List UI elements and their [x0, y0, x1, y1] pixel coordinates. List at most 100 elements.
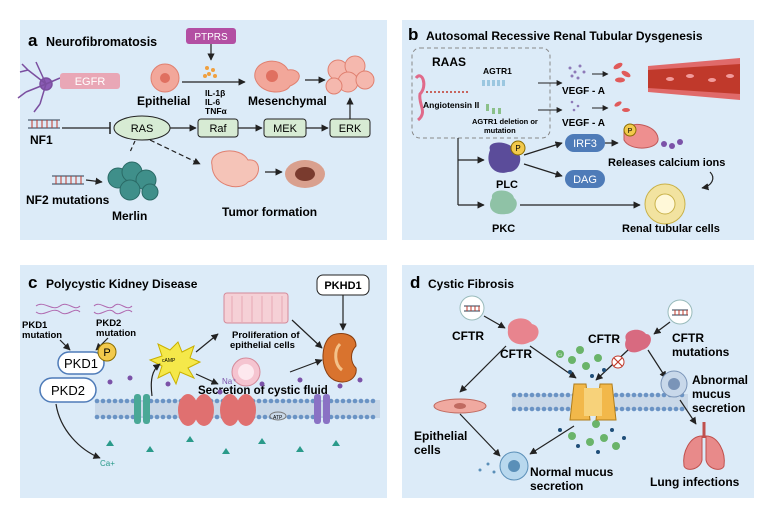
- lipid-head: [100, 414, 106, 420]
- raas-label: RAAS: [432, 55, 466, 69]
- lipid-head: [547, 392, 553, 398]
- vessel-wall-icon: [414, 74, 426, 122]
- lipid-head: [613, 392, 619, 398]
- egfr-label: EGFR: [75, 76, 106, 88]
- cftr-mutations-label-1: CFTR: [672, 331, 704, 345]
- lipid-head: [172, 414, 178, 420]
- lipid-head: [214, 398, 220, 404]
- lipid-head: [340, 414, 346, 420]
- plc-phospho-icon: [510, 140, 526, 156]
- cftr-label-2: CFTR: [500, 347, 532, 361]
- lipid-head: [637, 406, 643, 412]
- lipid-head: [364, 398, 370, 404]
- cftr-gene-icon: [459, 295, 485, 321]
- il6-label: IL-6: [205, 97, 220, 107]
- nf2-label: NF2 mutations: [26, 193, 110, 207]
- lipid-head: [352, 398, 358, 404]
- epithelial-tissue-icon: [223, 292, 289, 324]
- panel-d-title: Cystic Fibrosis: [428, 277, 514, 291]
- merlin-label: Merlin: [112, 209, 147, 223]
- nf1-dna-icon: [28, 119, 60, 129]
- lipid-head: [286, 414, 292, 420]
- lungs-icon: [683, 422, 725, 470]
- lipid-head: [154, 398, 160, 404]
- irf3-label: IRF3: [573, 138, 597, 150]
- cftr-mutations-label-2: mutations: [672, 345, 730, 359]
- pkd1-mutation-label-1: PKD1: [22, 320, 48, 331]
- vegf-a-label-1: VEGF - A: [562, 86, 605, 97]
- lipid-head: [619, 406, 625, 412]
- calcium-ions-icon: [661, 139, 683, 149]
- lipid-head: [517, 406, 523, 412]
- lipid-head: [112, 414, 118, 420]
- tnfa-label: TNFα: [205, 106, 228, 116]
- pkd2-dna-icon: [93, 303, 133, 315]
- lipid-head: [292, 414, 298, 420]
- pkd1-phospho-icon: [97, 342, 117, 362]
- lipid-head: [673, 406, 679, 412]
- ion-dots: [107, 375, 363, 395]
- lipid-head: [535, 392, 541, 398]
- lipid-head: [370, 398, 376, 404]
- lipid-head: [346, 398, 352, 404]
- atp-label: ATP: [273, 415, 283, 421]
- panel-d: d Cystic Fibrosis CFTR CFTR CFTR CFTR mu…: [402, 265, 754, 498]
- egfr-box: [60, 73, 120, 89]
- cftr-label-1: CFTR: [452, 329, 484, 343]
- panel-b-background: [402, 20, 754, 240]
- abnormal-mucus-label-1: Abnormal: [692, 373, 748, 387]
- lipid-head: [559, 406, 565, 412]
- lipid-head: [334, 398, 340, 404]
- lipid-head: [166, 414, 172, 420]
- camp-label: cAMP: [162, 358, 176, 364]
- irf3-phospho-label: P: [628, 128, 633, 135]
- raas-dashed-box: [411, 47, 551, 139]
- irf3-phospho-icon: [623, 123, 637, 137]
- lipid-head: [358, 414, 364, 420]
- lipid-head: [352, 414, 358, 420]
- tumor-formation-label: Tumor formation: [222, 205, 317, 219]
- mesenchymal-label: Mesenchymal: [248, 94, 327, 108]
- lipid-head: [529, 392, 535, 398]
- mek-label: MEK: [273, 123, 298, 135]
- agtr1-deletion-label-2: mutation: [484, 126, 516, 135]
- neuron-icon: [17, 61, 61, 113]
- lipid-head: [172, 398, 178, 404]
- lipid-head: [94, 398, 100, 404]
- pkc-protein-icon: [489, 190, 517, 215]
- lipid-head: [625, 392, 631, 398]
- lipid-head: [274, 398, 280, 404]
- epithelial-cells-label-1: Epithelial: [414, 429, 467, 443]
- pkd2-mutation-label-2: mutation: [96, 328, 136, 339]
- panel-a: a Neurofibromatosis EGFR PTPRS Epithelia…: [17, 20, 387, 240]
- lipid-head: [631, 392, 637, 398]
- lipid-head: [298, 398, 304, 404]
- lipid-head: [649, 406, 655, 412]
- lipid-head: [160, 398, 166, 404]
- panel-d-letter: d: [410, 273, 420, 292]
- cftr-mutant-gene-icon: [667, 299, 693, 325]
- cl-label: Cl: [558, 352, 562, 357]
- calcium-triangles: [106, 436, 340, 454]
- lipid-head: [667, 406, 673, 412]
- lipid-head: [529, 406, 535, 412]
- pkd2-box: [39, 377, 97, 403]
- lipid-head: [547, 406, 553, 412]
- lipid-head: [262, 414, 268, 420]
- pkd1-mutation-label-2: mutation: [22, 330, 62, 341]
- agtr1-receptor-icon: [482, 80, 505, 86]
- lipid-head: [124, 414, 130, 420]
- lipid-head: [643, 406, 649, 412]
- pkd1-label: PKD1: [64, 356, 98, 371]
- proliferation-label-1: Proliferation of: [232, 330, 300, 341]
- raf-label: Raf: [209, 123, 227, 135]
- angiotensin-label: Angiotensin II: [423, 100, 479, 110]
- agtr1-label: AGTR1: [483, 66, 512, 76]
- lipid-head: [268, 398, 274, 404]
- lipid-head: [298, 414, 304, 420]
- lipid-head: [631, 406, 637, 412]
- lipid-head: [655, 392, 661, 398]
- dag-label: DAG: [573, 174, 597, 186]
- dag-box: [565, 170, 605, 188]
- epithelial-cells-label-2: cells: [414, 443, 441, 457]
